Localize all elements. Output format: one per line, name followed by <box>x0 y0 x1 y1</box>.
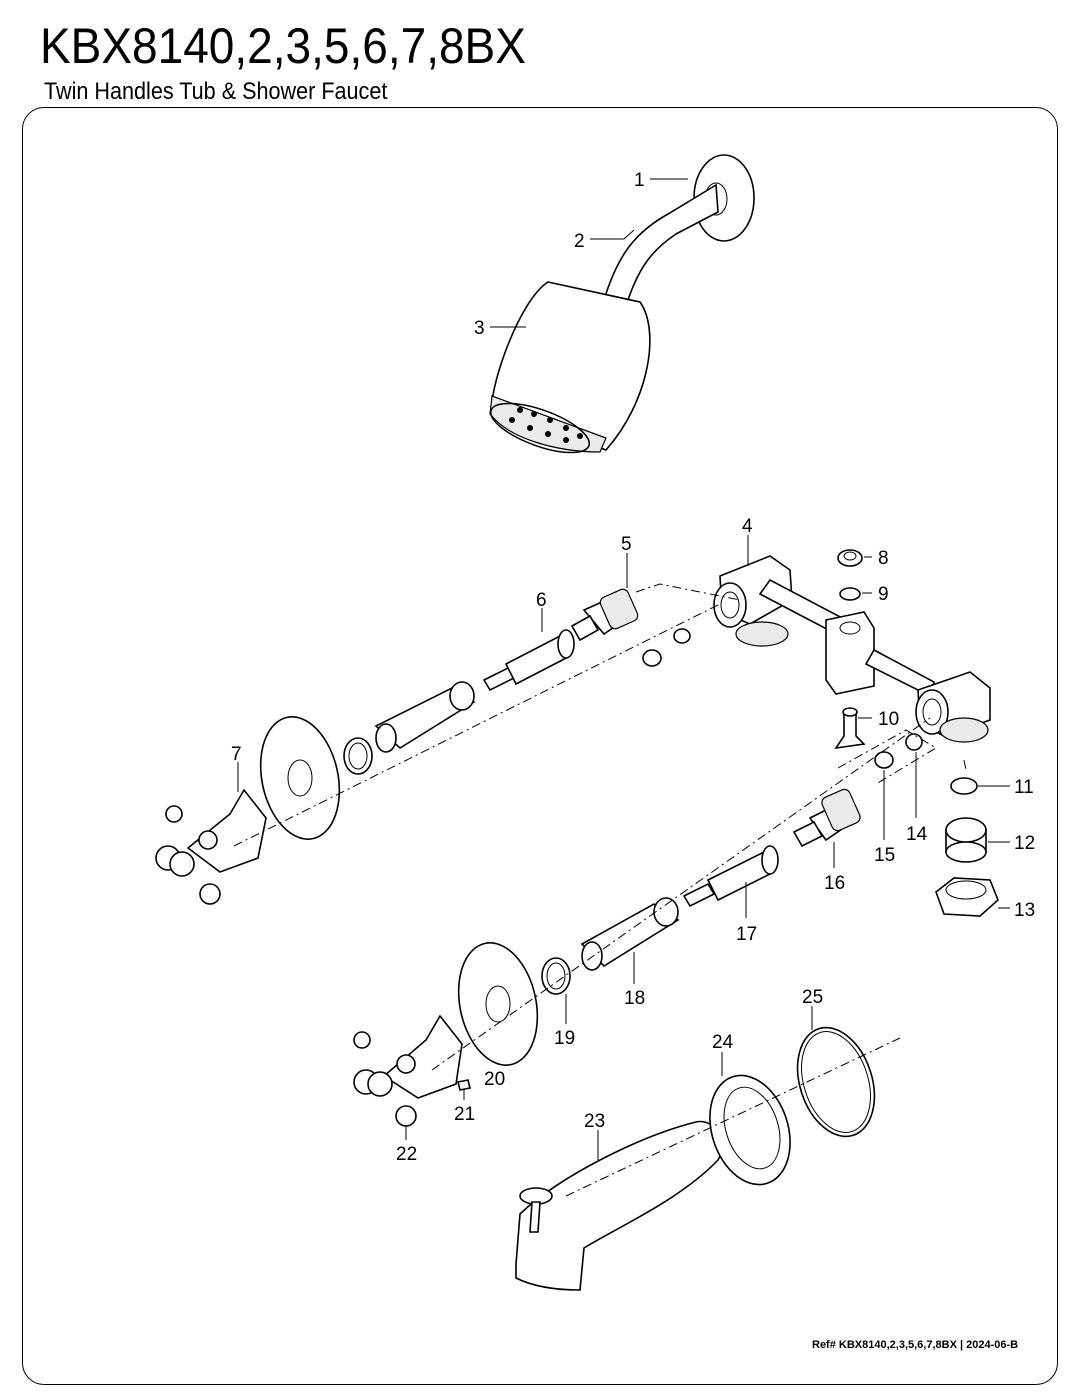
part-number-5: 5 <box>621 534 632 555</box>
part-number-8: 8 <box>878 548 889 569</box>
page-title: KBX8140,2,3,5,6,7,8BX <box>40 18 526 74</box>
part-number-9: 9 <box>878 584 889 605</box>
stem-extension-lower <box>682 845 779 908</box>
part-number-10: 10 <box>878 709 899 730</box>
assembly-centerlines <box>233 583 967 1197</box>
adapter-12 <box>945 817 987 863</box>
part-number-20: 20 <box>484 1069 505 1090</box>
part-number-1: 1 <box>634 170 645 191</box>
part-number-6: 6 <box>536 590 547 611</box>
nut-13 <box>935 877 999 917</box>
washer-11 <box>950 777 978 795</box>
diverter-10 <box>834 707 866 750</box>
leader-lines <box>237 178 1010 1160</box>
stem-extension-upper <box>482 629 575 692</box>
cross-handle-upper <box>155 788 267 905</box>
o-ring-lower <box>541 957 571 995</box>
part-number-21: 21 <box>454 1104 475 1125</box>
o-ring-upper <box>343 737 373 775</box>
valve-body <box>713 555 991 743</box>
part-number-14: 14 <box>906 824 928 845</box>
fitting-8 <box>837 549 863 567</box>
cross-handle-lower <box>353 1014 463 1127</box>
part-number-4: 4 <box>742 516 753 537</box>
part-number-15: 15 <box>874 845 895 866</box>
part-number-7: 7 <box>231 744 242 765</box>
washer-9 <box>839 587 861 601</box>
part-number-23: 23 <box>584 1111 605 1132</box>
part-number-11: 11 <box>1014 777 1034 798</box>
part-number-12: 12 <box>1014 833 1035 854</box>
part-number-3: 3 <box>474 318 485 339</box>
part-numbers: 1 2 3 4 5 6 7 8 9 10 11 12 13 14 15 16 1… <box>231 170 1035 1165</box>
part-number-17: 17 <box>736 924 757 945</box>
part-number-18: 18 <box>624 988 645 1009</box>
tub-spout <box>515 1120 723 1291</box>
part-number-13: 13 <box>1014 900 1035 921</box>
spout-flange-24 <box>709 1074 791 1186</box>
escutcheon-lower <box>457 942 539 1066</box>
page-subtitle: Twin Handles Tub & Shower Faucet <box>44 78 388 105</box>
escutcheon-upper <box>259 716 341 840</box>
part-number-25: 25 <box>802 987 823 1008</box>
shower-head <box>489 281 651 454</box>
reference-code: Ref# KBX8140,2,3,5,6,7,8BX | 2024-06-B <box>812 1339 1019 1351</box>
sleeve-lower <box>580 897 680 971</box>
part-number-22: 22 <box>396 1144 417 1165</box>
part-number-16: 16 <box>824 873 845 894</box>
gasket-25 <box>796 1026 876 1138</box>
diagram-frame <box>22 107 1058 1385</box>
cartridge-upper <box>570 588 639 642</box>
poppets-upper <box>642 628 691 667</box>
part-number-24: 24 <box>712 1032 734 1053</box>
set-screw-21 <box>457 1079 471 1091</box>
part-number-19: 19 <box>554 1028 575 1049</box>
sleeve-upper <box>374 681 476 753</box>
part-number-2: 2 <box>574 231 585 252</box>
poppets-lower <box>874 733 923 769</box>
cartridge-lower <box>792 788 861 848</box>
